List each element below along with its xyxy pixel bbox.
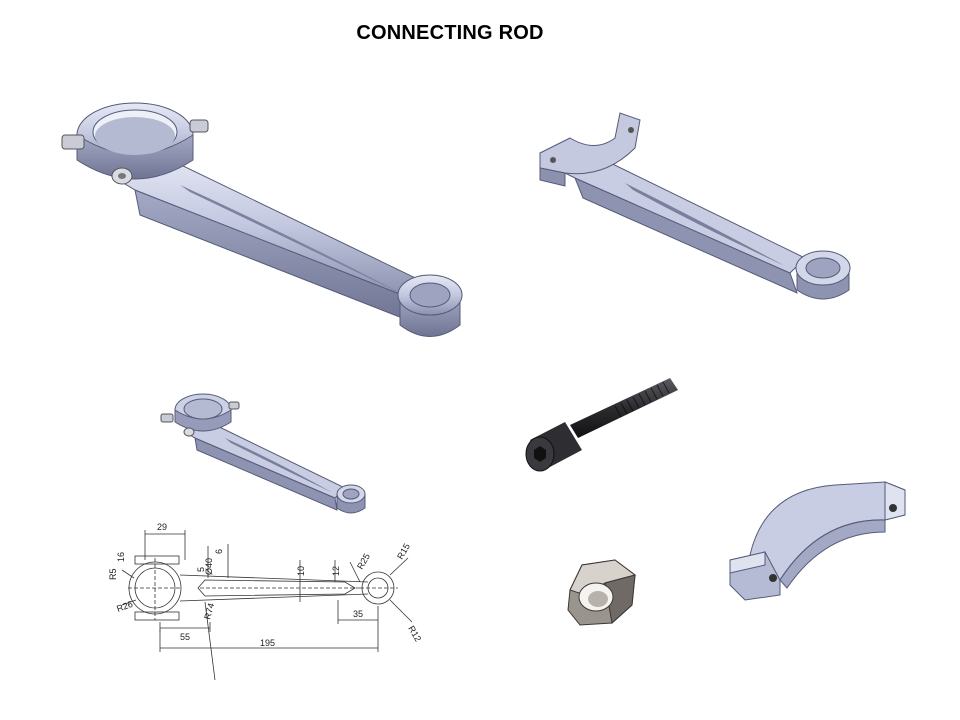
dim-dia40: Ø40 [204, 558, 214, 575]
dim-r25: R25 [355, 552, 372, 571]
dim-r74: R74 [202, 602, 216, 621]
dim-16: 16 [116, 552, 126, 562]
connecting-rod-body [539, 112, 851, 300]
page-title: CONNECTING ROD [356, 22, 544, 44]
dim-12: 12 [331, 566, 341, 576]
dim-r5: R5 [108, 568, 118, 580]
hex-nut [567, 559, 637, 626]
connecting-rod-assembly-large [61, 102, 463, 337]
dim-35: 35 [353, 609, 363, 619]
dim-5: 5 [196, 567, 206, 572]
dim-55: 55 [180, 632, 190, 642]
dim-6: 6 [214, 549, 224, 554]
dim-195: 195 [260, 638, 275, 648]
dim-10: 10 [296, 566, 306, 576]
bearing-cap [729, 481, 906, 601]
dim-r15: R15 [395, 542, 412, 561]
dim-29: 29 [157, 522, 167, 532]
technical-drawing: 29 16 6 R5 Ø40 5 10 12 R25 R15 R26 R74 5… [108, 522, 423, 681]
dim-r12: R12 [406, 624, 423, 643]
connecting-rod-assembly-small [160, 393, 366, 514]
dim-r26: R26 [115, 599, 134, 614]
cap-screw [525, 378, 678, 472]
